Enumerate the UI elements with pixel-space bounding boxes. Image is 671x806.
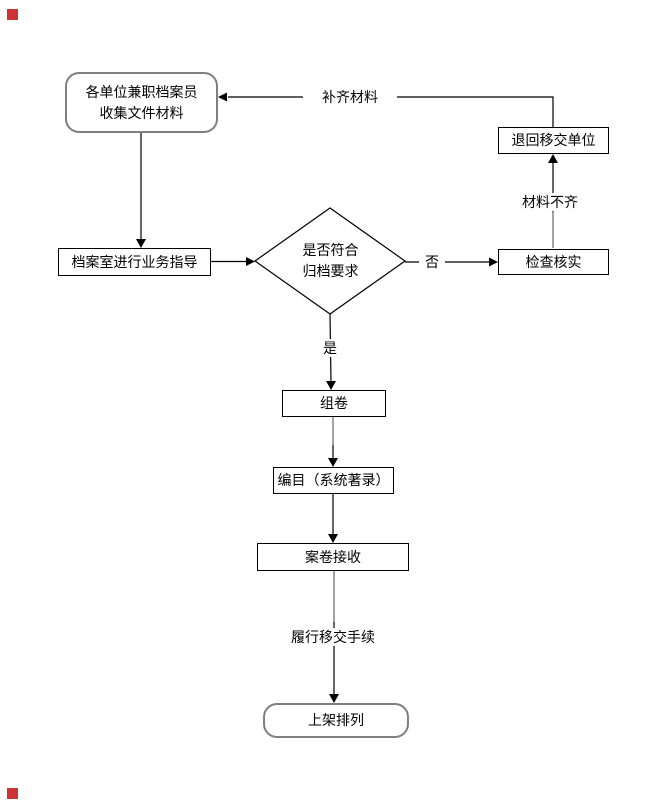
edge-label-no: 否: [419, 253, 445, 271]
edge-label-replenish: 补齐材料: [303, 88, 397, 106]
node-start: 各单位兼职档案员 收集文件材料: [65, 72, 218, 133]
node-return-unit: 退回移交单位: [498, 127, 609, 154]
node-receive-files: 案卷接收: [257, 543, 409, 571]
node-guidance: 档案室进行业务指导: [58, 248, 211, 276]
decision-diamond-shape: [253, 207, 407, 315]
edge-label-yes: 是: [317, 339, 343, 357]
red-square-marker-top: [7, 9, 18, 20]
red-square-marker-bottom: [7, 788, 18, 799]
edge-label-transfer-procedure: 履行移交手续: [283, 628, 383, 646]
node-check-verify: 检查核实: [498, 249, 609, 275]
node-decision-label: 是否符合 归档要求: [302, 242, 359, 279]
node-shelve: 上架排列: [263, 703, 409, 738]
edge-label-materials-incomplete: 材料不齐: [506, 193, 594, 211]
arrowhead-group: [136, 92, 558, 703]
node-catalog: 编目（系统著录）: [273, 467, 394, 494]
node-assemble-files: 组卷: [282, 390, 386, 417]
